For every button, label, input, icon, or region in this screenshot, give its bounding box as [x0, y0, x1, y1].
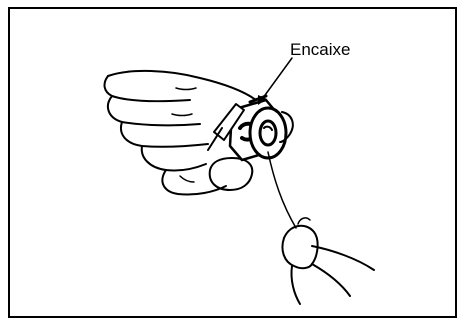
bobbin-case	[208, 96, 293, 160]
right-hand	[282, 218, 374, 304]
callout-label: Encaixe	[290, 40, 350, 60]
thread-line	[268, 152, 296, 228]
callout-leader	[258, 58, 292, 105]
